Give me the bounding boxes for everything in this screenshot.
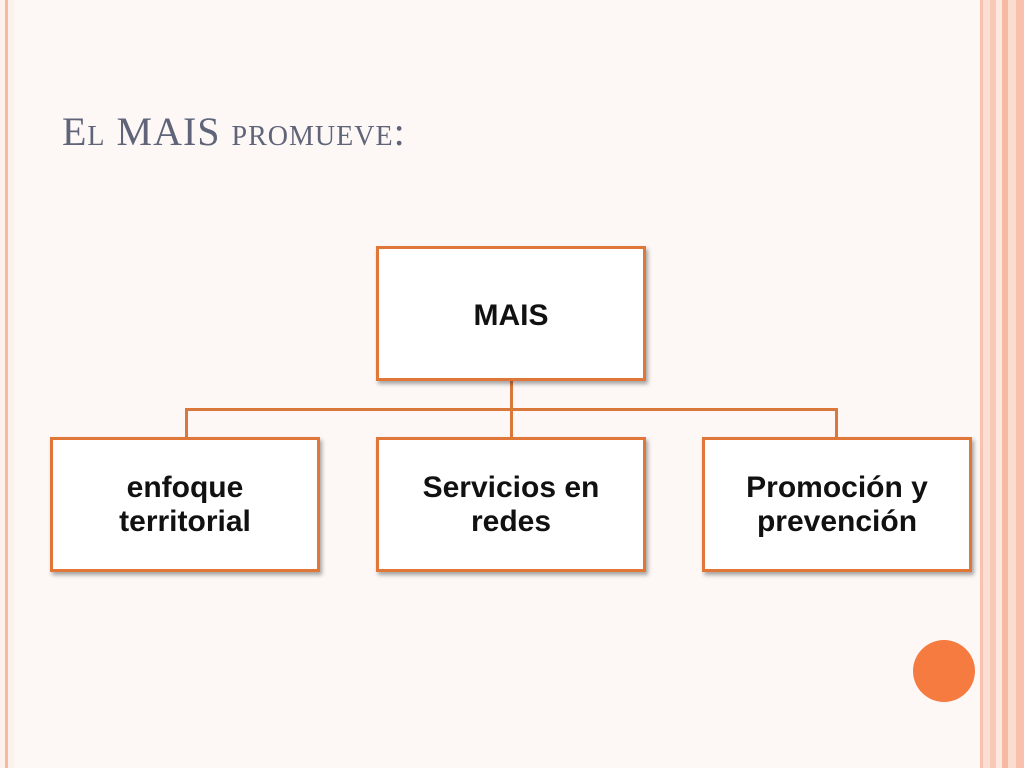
slide-title: El MAIS promueve: [62, 109, 406, 154]
node-mais: MAIS [376, 246, 646, 381]
node-promocion-y-prevencion-label: Promoción y prevención [746, 470, 928, 538]
node-enfoque-territorial: enfoque territorial [50, 437, 320, 572]
connector-child-2 [510, 408, 513, 437]
connector-child-3 [835, 408, 838, 437]
connector-root-down [510, 381, 513, 410]
node-enfoque-territorial-label: enfoque territorial [119, 470, 251, 538]
connector-child-1 [185, 408, 188, 437]
right-stripes-decoration [976, 0, 1024, 768]
node-servicios-en-redes: Servicios en redes [376, 437, 646, 572]
orange-circle-decoration [913, 640, 975, 702]
node-servicios-en-redes-label: Servicios en redes [422, 470, 600, 538]
node-mais-label: MAIS [473, 299, 549, 332]
node-promocion-y-prevencion: Promoción y prevención [702, 437, 972, 572]
left-border-decoration [0, 0, 14, 768]
